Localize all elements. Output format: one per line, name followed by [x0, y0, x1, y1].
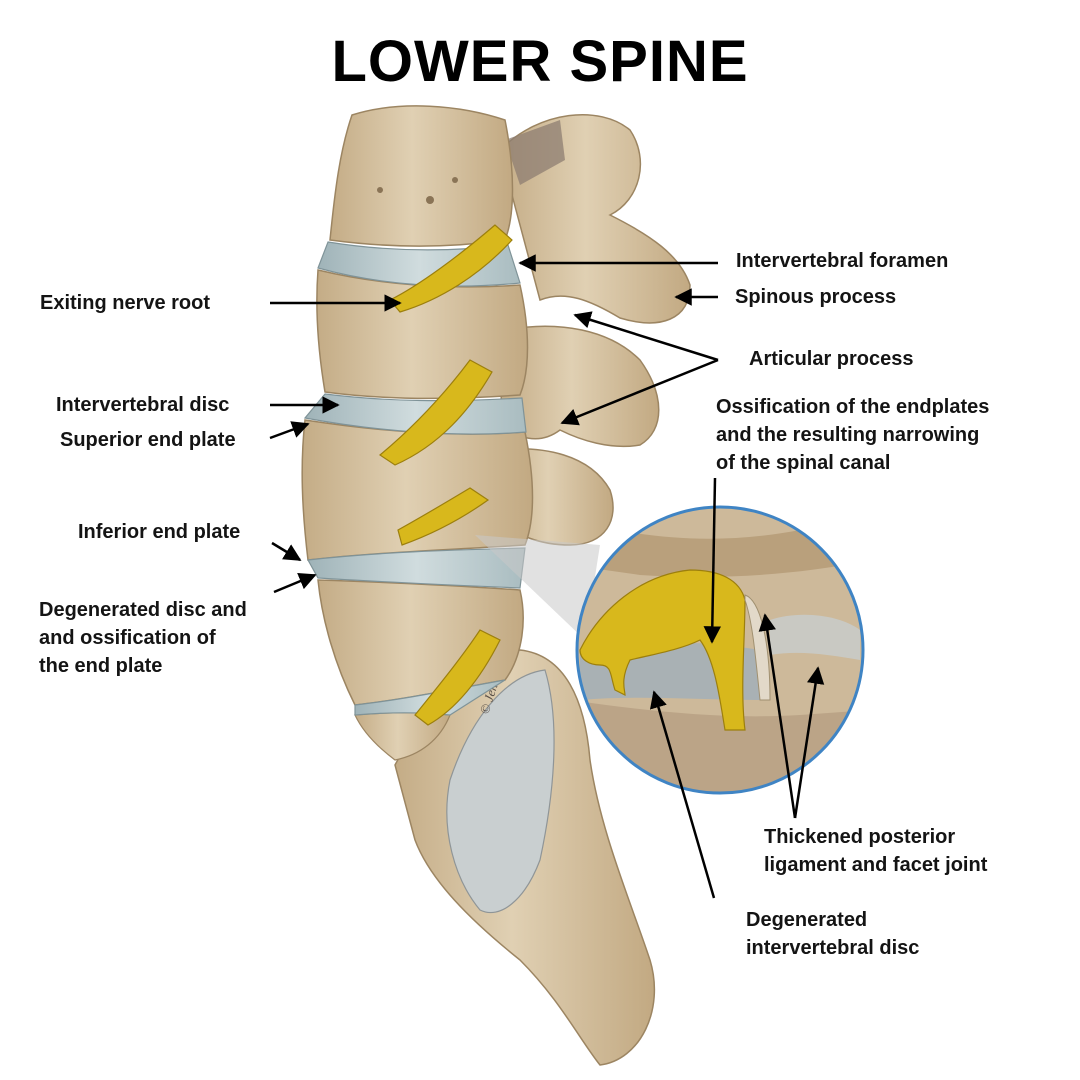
label-thickened-ligament: Thickened posterior ligament and facet j… — [764, 826, 988, 876]
arrow-ossification — [703, 477, 722, 644]
magnifier-inset — [575, 505, 865, 795]
arrow-articular-process-2 — [560, 358, 719, 426]
label-inferior-end-plate: Inferior end plate — [78, 521, 241, 543]
arrow-superior-end-plate — [269, 421, 310, 440]
page-title: LOWER SPINE — [331, 29, 749, 94]
arrow-articular-process-1 — [573, 311, 719, 362]
arrow-degenerated-disc-endplate — [273, 572, 317, 594]
label-intervertebral-foramen: Intervertebral foramen — [736, 250, 949, 272]
label-intervertebral-disc: Intervertebral disc — [56, 394, 230, 416]
label-spinous-process: Spinous process — [735, 286, 897, 308]
label-articular-process: Articular process — [749, 348, 914, 370]
arrow-thickened-2 — [793, 666, 825, 819]
label-ossification: Ossification of the endplates and the re… — [716, 396, 990, 474]
pointer-lines — [269, 254, 825, 899]
label-superior-end-plate: Superior end plate — [60, 429, 236, 451]
arrow-inferior-end-plate — [271, 541, 302, 562]
sacrum: © Jenny — [394, 649, 656, 1066]
label-exiting-nerve-root: Exiting nerve root — [40, 292, 211, 314]
label-degenerated-disc-endplate: Degenerated disc and and ossification of… — [39, 599, 247, 677]
arrow-degenerated-intervertebral-disc — [650, 690, 716, 899]
nerve-roots — [378, 224, 513, 726]
zoom-cone — [475, 535, 600, 640]
label-degenerated-intervertebral-disc: Degenerated intervertebral disc — [746, 909, 920, 959]
arrow-thickened-1 — [758, 613, 797, 819]
